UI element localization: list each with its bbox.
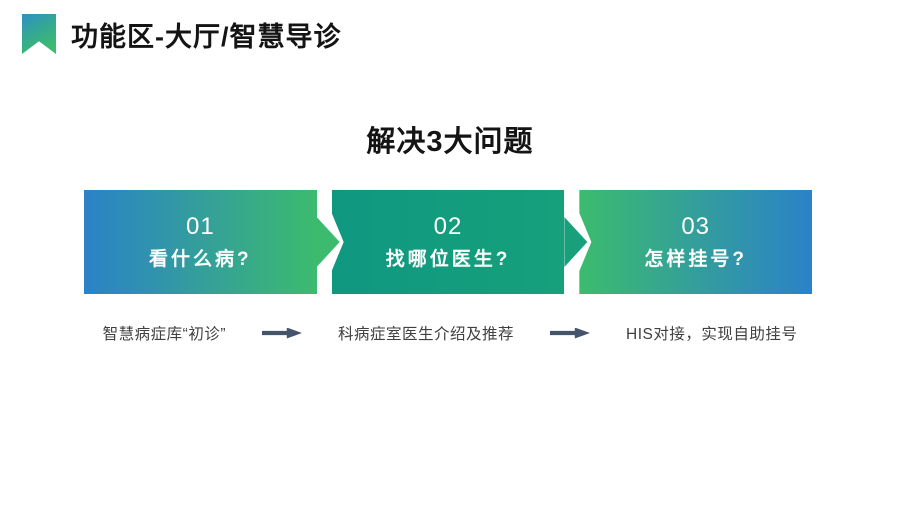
flow-item-label: HIS对接，实现自助挂号 (626, 326, 798, 343)
page-title: 功能区-大厅/智慧导诊 (71, 21, 342, 52)
step-number: 03 (681, 213, 711, 240)
step-number: 01 (185, 213, 215, 240)
slide-header: 功能区-大厅/智慧导诊 (22, 14, 342, 54)
step-card-1: 01 看什么病? (84, 190, 340, 294)
process-steps: 01 看什么病? 02 找哪位医生? 03 怎样挂号? (84, 190, 812, 294)
step-label: 怎样挂号? (644, 249, 747, 270)
flow-item-label: 智慧病症库“初诊” (102, 326, 226, 343)
step-card-body: 03 怎样挂号? (579, 190, 812, 294)
flow-item-label: 科病症室医生介绍及推荐 (337, 326, 514, 343)
step-card-body: 02 找哪位医生? (332, 190, 565, 294)
section-heading: 解决3大问题 (366, 126, 534, 158)
step-number: 02 (433, 213, 463, 240)
right-arrow-icon (261, 327, 302, 339)
step-card-body: 01 看什么病? (84, 190, 317, 294)
step-card-3: 03 怎样挂号? (579, 190, 812, 294)
step-label: 找哪位医生? (385, 249, 511, 270)
bookmark-icon (22, 14, 56, 54)
step-label: 看什么病? (149, 249, 252, 270)
flow-row: 智慧病症库“初诊” 科病症室医生介绍及推荐 HIS对接，实现自助挂号 (0, 322, 900, 344)
step-card-2: 02 找哪位医生? (332, 190, 588, 294)
right-arrow-icon (550, 327, 590, 339)
